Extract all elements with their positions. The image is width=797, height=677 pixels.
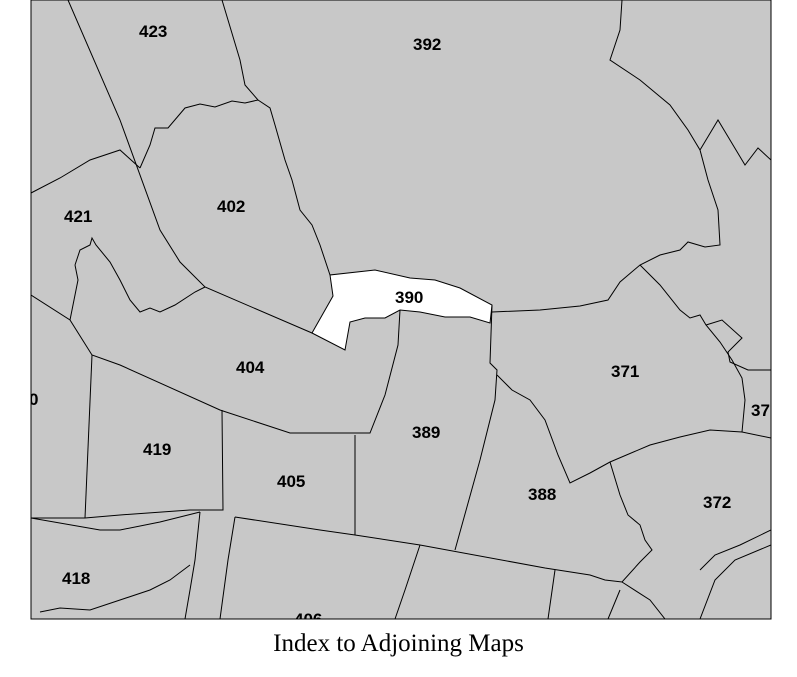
sheet-label-371[interactable]: 371 [611, 362, 639, 381]
sheet-label-370-partial[interactable]: 0 [29, 390, 38, 409]
sheet-label-392[interactable]: 392 [413, 35, 441, 54]
sheet-label-37x-partial[interactable]: 37 [751, 401, 770, 420]
sheet-label-423[interactable]: 423 [139, 22, 167, 41]
sheet-label-372[interactable]: 372 [703, 493, 731, 512]
sheet-label-389[interactable]: 389 [412, 423, 440, 442]
sheet-label-404[interactable]: 404 [236, 358, 265, 377]
map-frame-border [30, 0, 772, 620]
sheet-label-388[interactable]: 388 [528, 485, 556, 504]
sheet-390-area[interactable] [311, 269, 493, 351]
sheet-label-406[interactable]: 406 [294, 610, 322, 629]
map-caption: Index to Adjoining Maps [273, 630, 524, 657]
sheet-label-421[interactable]: 421 [64, 207, 92, 226]
sheet-label-402[interactable]: 402 [217, 197, 245, 216]
sheet-boundaries [31, 0, 771, 619]
sheet-label-405[interactable]: 405 [277, 472, 305, 491]
sheet-label-390[interactable]: 390 [395, 288, 423, 307]
sheet-label-419[interactable]: 419 [143, 440, 171, 459]
sheet-label-418[interactable]: 418 [62, 569, 90, 588]
